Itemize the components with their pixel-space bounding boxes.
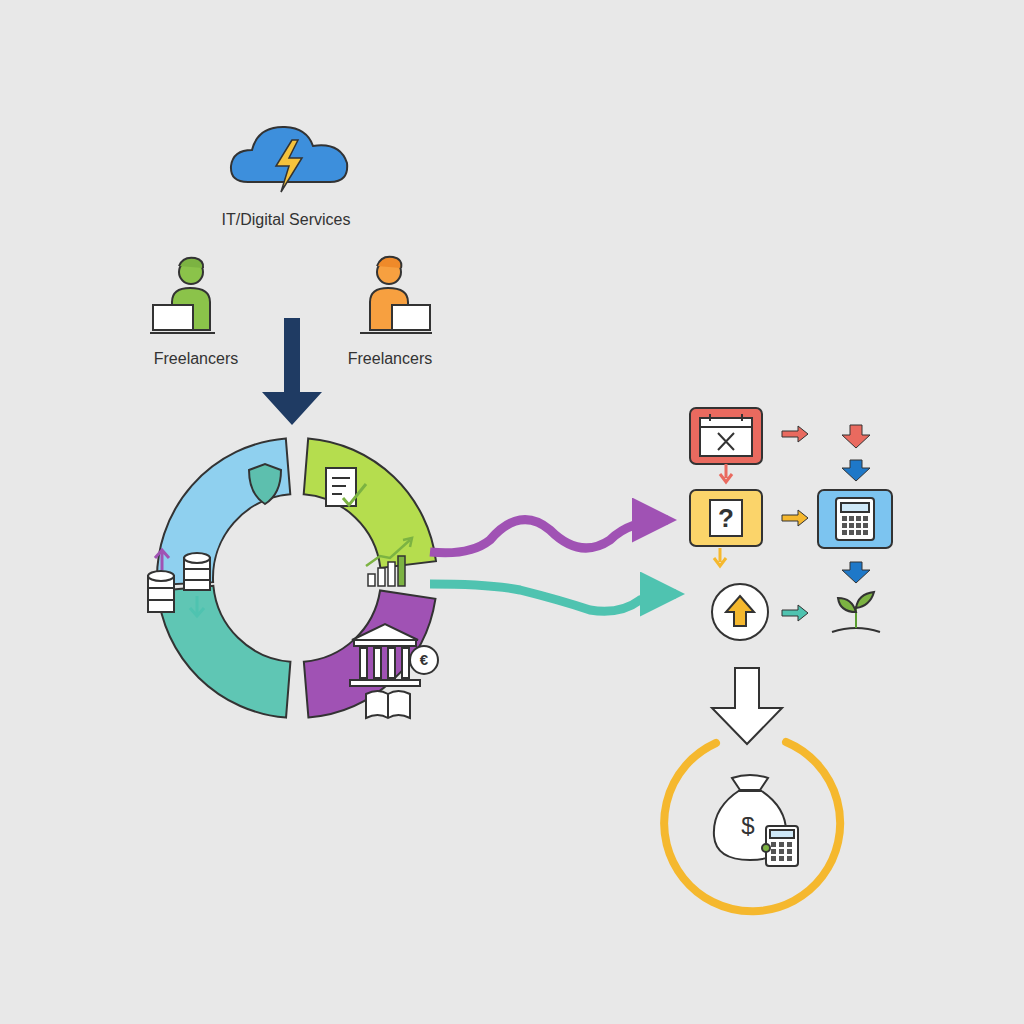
shield-icon [249,464,281,504]
freelancer-icon [360,257,432,333]
calculator-key [779,842,784,847]
flow-arrow [430,520,668,553]
service-label: IT/Digital Services [222,211,351,229]
calculator-key [849,516,854,521]
calculator-key [856,523,861,528]
money-bag-icon [714,775,798,866]
calculator-key [842,523,847,528]
down-arrow [712,668,782,744]
calculator-key [863,523,868,528]
calculator-key [779,849,784,854]
calculator-key [856,530,861,535]
calculator-key [842,530,847,535]
calculator-key [849,523,854,528]
calculator-box [818,490,892,548]
calculator-key [856,516,861,521]
coins-icon [148,550,210,616]
calculator-key [849,530,854,535]
calculator-key [787,842,792,847]
freelancer-label: Freelancers [348,350,432,368]
growth-chart-icon [366,538,412,586]
calculator-key [771,842,776,847]
result-ring [664,742,840,911]
calculator-key [779,856,784,861]
plant-icon [832,592,880,632]
flow-arrow [430,584,676,611]
growth-circle [712,584,768,640]
calculator-key [787,849,792,854]
euro-symbol: € [420,652,428,669]
calculator-key [863,516,868,521]
question-mark: ? [718,504,734,533]
ring-segment [158,586,291,718]
calculator-key [771,849,776,854]
ring-segment [157,438,290,584]
bank-icon [350,624,438,718]
calculator-key [771,856,776,861]
dollar-symbol: $ [741,813,754,839]
down-arrow [262,318,322,425]
cycle-ring [157,438,436,717]
freelancer-label: Freelancers [154,350,238,368]
calculator-key [787,856,792,861]
calculator-key [863,530,868,535]
calculator-key [842,516,847,521]
cloud-icon [231,127,347,192]
document-icon [326,468,366,506]
question-box [690,490,762,566]
freelancer-icon [150,258,215,333]
ring-segment [304,438,436,567]
calendar-box [690,408,762,482]
